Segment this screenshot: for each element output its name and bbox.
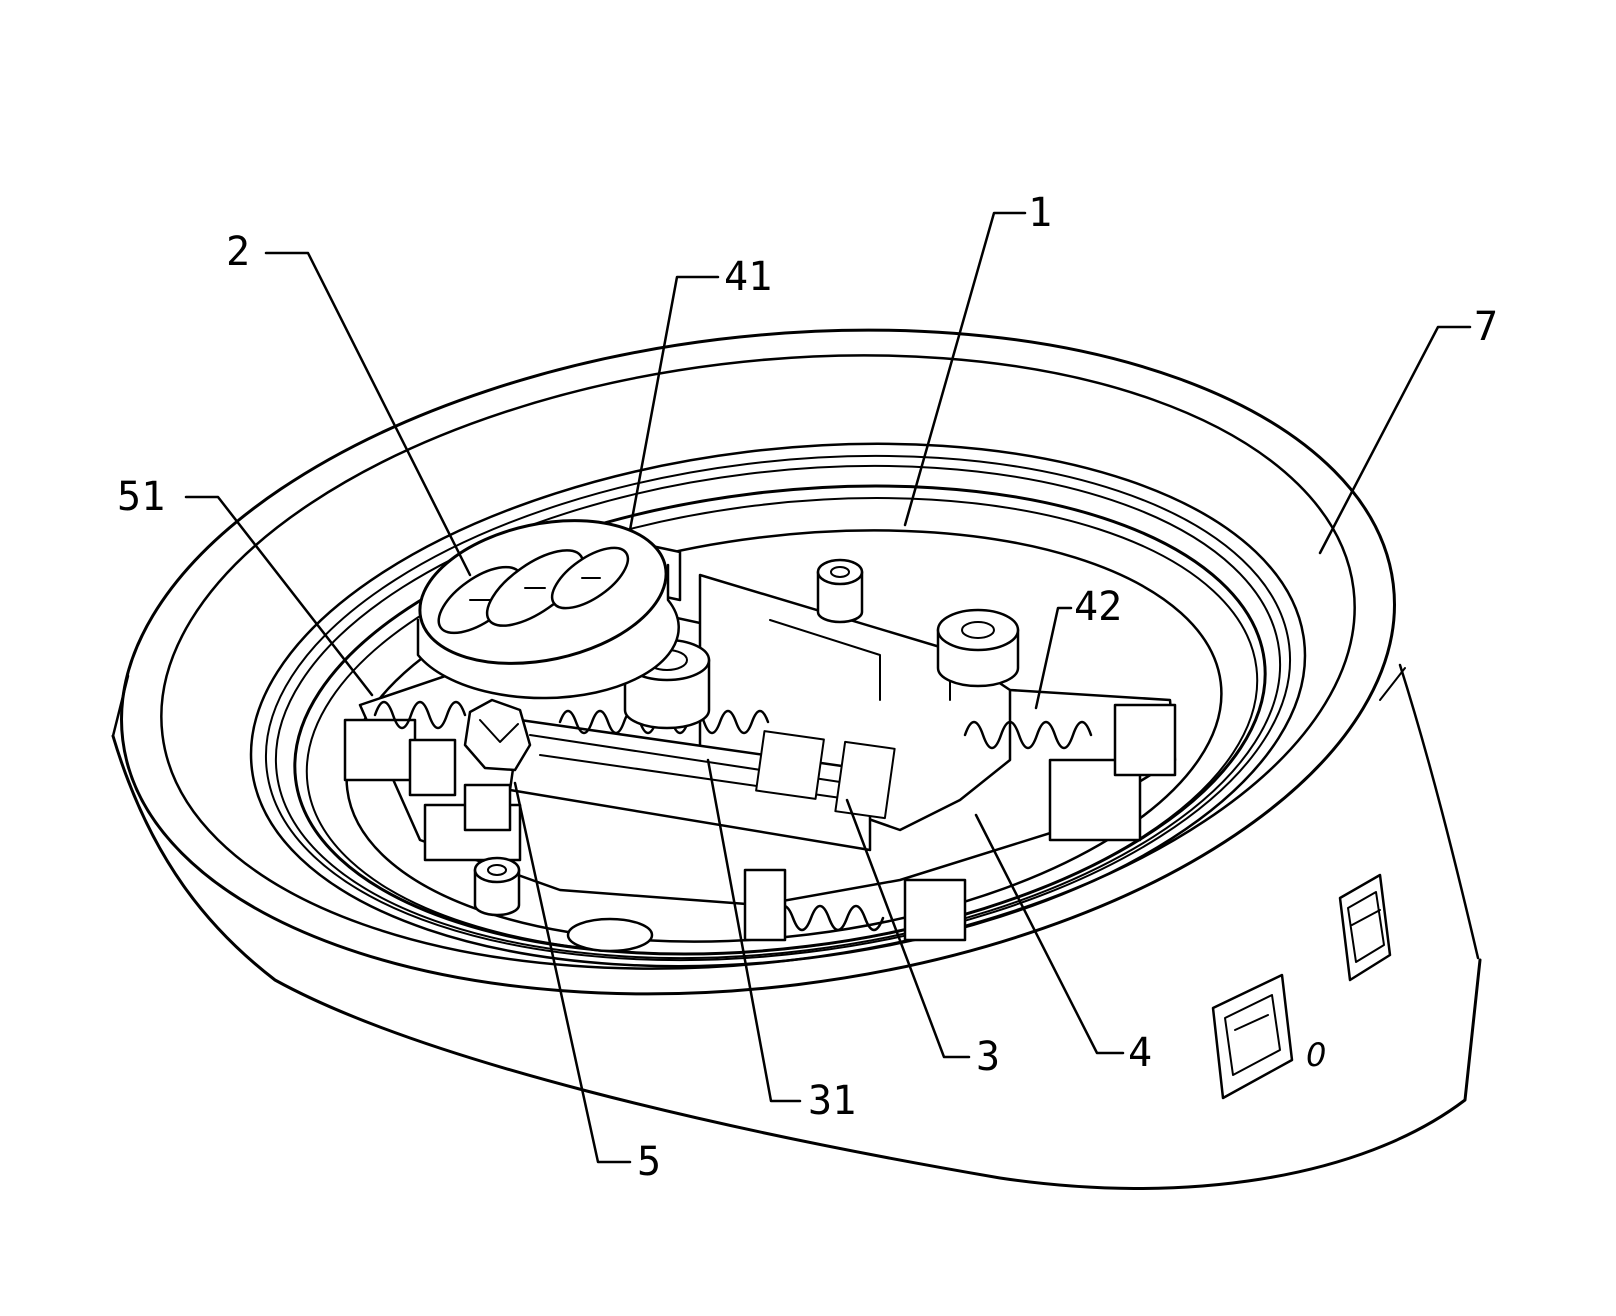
housing-marking: 0 [1306,1036,1326,1074]
label-42: 42 [1074,584,1122,630]
label-31: 31 [808,1078,856,1124]
label-41: 41 [724,254,772,300]
label-7: 7 [1474,304,1498,350]
side-switch [1340,875,1390,980]
label-2: 2 [226,229,250,275]
label-3: 3 [976,1034,1000,1080]
label-4: 4 [1128,1030,1152,1076]
boss-post [818,560,862,622]
label-1: 1 [1028,190,1052,236]
boss-post [475,858,519,915]
label-51: 51 [117,474,165,520]
label-5: 5 [637,1139,661,1185]
boss-post [938,610,1018,686]
side-switch [1213,975,1292,1098]
